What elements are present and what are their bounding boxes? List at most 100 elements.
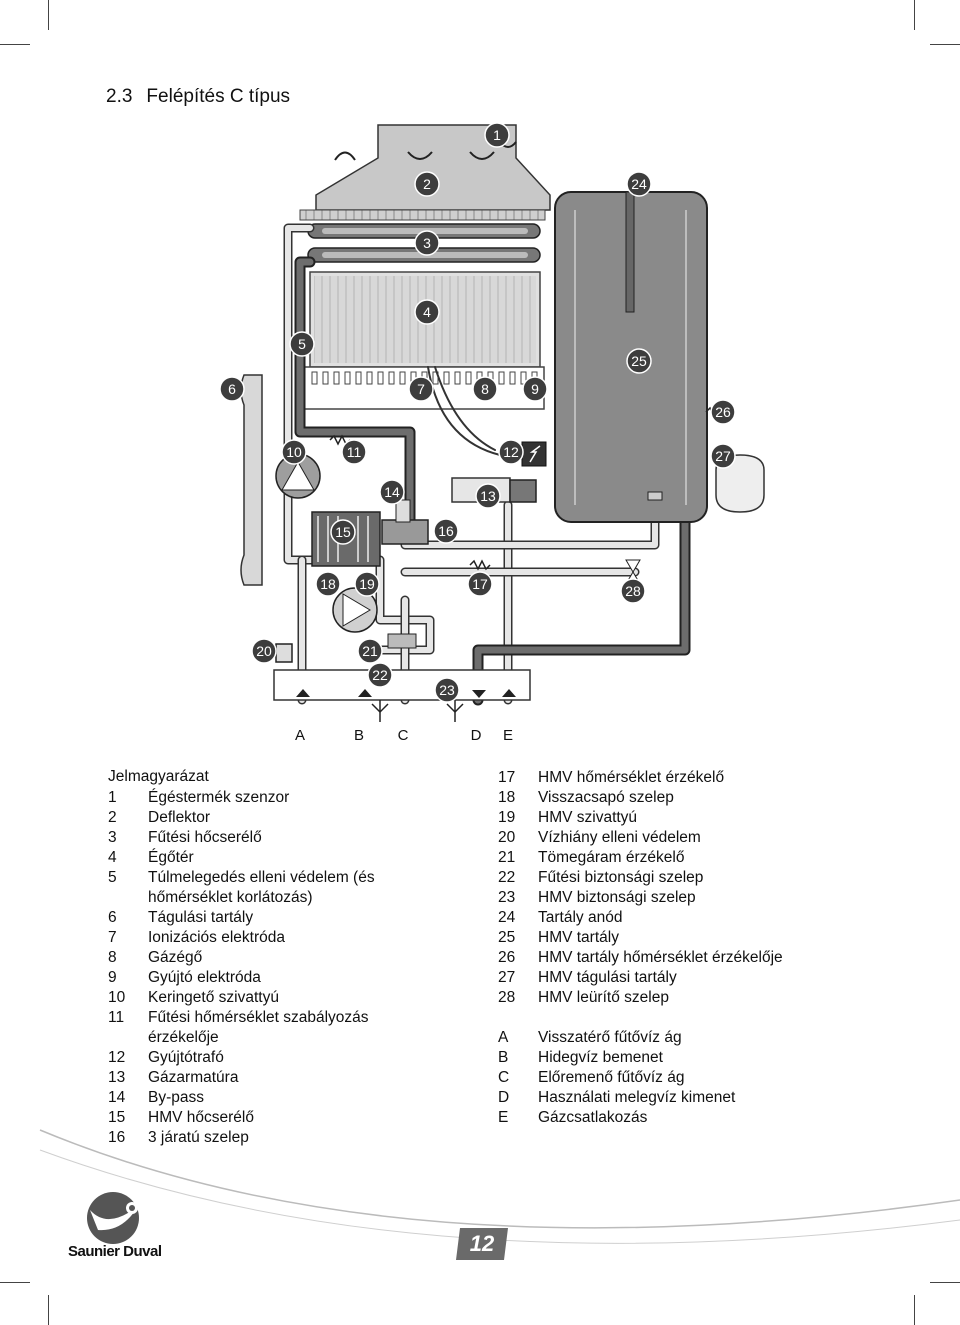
callout-label: 9: [531, 381, 539, 397]
callout-label: 18: [320, 576, 336, 592]
callout-3: 3: [414, 230, 440, 256]
legend-item-number: 22: [498, 869, 516, 886]
legend-item-text: HMV hőmérséklet érzékelő: [538, 769, 725, 786]
legend-item-text: Túlmelegedés elleni védelem (és: [148, 869, 375, 886]
callout-label: 14: [384, 484, 400, 500]
legend-item: 24 Tartály anód: [498, 908, 838, 928]
legend-item-text: Égéstermék szenzor: [148, 789, 290, 806]
legend-item-number: 1: [108, 789, 117, 806]
callout-2: 2: [414, 171, 440, 197]
connection-label-D: D: [471, 727, 482, 744]
legend-item-text: Előremenő fűtővíz ág: [538, 1069, 685, 1086]
heat-exchanger-fins: [299, 209, 546, 221]
legend-item-number: 6: [108, 909, 117, 926]
legend-item-number: 11: [108, 1009, 125, 1026]
legend-item-number: 20: [498, 829, 516, 846]
callout-label: 19: [359, 576, 375, 592]
heating-pump: [275, 453, 321, 499]
callout-label: 3: [423, 235, 431, 251]
bypass: [395, 499, 411, 523]
crop-mark: [914, 1295, 915, 1325]
callout-label: 1: [493, 127, 501, 143]
legend-item: 1 Égéstermék szenzor: [108, 788, 438, 808]
crop-mark: [0, 44, 30, 45]
legend-item-text: HMV tartály hőmérséklet érzékelője: [538, 949, 783, 966]
expansion-vessel: [240, 374, 263, 586]
legend-item-text: Használati melegvíz kimenet: [538, 1089, 736, 1106]
flow-sensor: [387, 633, 417, 649]
callout-13: 13: [475, 483, 501, 509]
legend-item-text: HMV hőcserélő: [148, 1109, 254, 1126]
callout-label: 4: [423, 304, 431, 320]
legend-item-number: 9: [108, 969, 117, 986]
legend-item-number: 13: [108, 1069, 126, 1086]
crop-mark: [48, 1295, 49, 1325]
callout-label: 8: [481, 381, 489, 397]
legend-item-number: [108, 1028, 148, 1048]
callout-label: 28: [625, 583, 641, 599]
legend-item-text: Gyújtó elektróda: [148, 969, 261, 986]
legend-item-number: 19: [498, 809, 516, 826]
legend-item-number: 26: [498, 949, 516, 966]
legend-item-text: hőmérséklet korlátozás): [148, 889, 313, 906]
legend-item-text: Tartály anód: [538, 909, 623, 926]
legend-item-number: 12: [108, 1049, 126, 1066]
callout-15: 15: [330, 519, 356, 545]
boiler-diagram: 1234567891011121314151617181920212223242…: [219, 122, 765, 744]
callout-6: 6: [219, 376, 245, 402]
brand-logo-icon: [87, 1192, 139, 1244]
callout-5: 5: [289, 331, 315, 357]
callout-28: 28: [620, 578, 646, 604]
callout-label: 11: [347, 444, 362, 460]
connection-block: [273, 669, 531, 722]
legend-item-text: HMV tágulási tartály: [538, 969, 677, 986]
low-water-switch: [275, 643, 293, 663]
callout-11: 11: [341, 439, 367, 465]
legend-item-number: C: [498, 1069, 510, 1086]
legend-item-text: Tágulási tartály: [148, 909, 254, 926]
callout-label: 13: [480, 488, 496, 504]
legend-item-number: 28: [498, 989, 516, 1006]
legend-item-text: Hidegvíz bemenet: [538, 1049, 663, 1066]
legend-item-text: Gyújtótrafó: [148, 1049, 224, 1066]
callout-label: 24: [631, 176, 647, 192]
legend-item-text: Gázégő: [148, 949, 203, 966]
legend-item-text: Tömegáram érzékelő: [538, 849, 685, 866]
callout-label: 16: [438, 523, 454, 539]
callout-17: 17: [467, 571, 493, 597]
legend-item-text: Égőtér: [148, 849, 194, 866]
callout-23: 23: [434, 677, 460, 703]
callout-22: 22: [367, 662, 393, 688]
callout-label: 2: [423, 176, 431, 192]
connection-label-A: A: [295, 727, 305, 744]
connection-label-B: B: [354, 727, 364, 744]
callout-8: 8: [472, 376, 498, 402]
legend-item-number: 24: [498, 909, 516, 926]
callout-label: 20: [256, 643, 272, 659]
legend-item-text: Deflektor: [148, 809, 211, 826]
legend-item-number: 16: [108, 1129, 126, 1146]
callout-7: 7: [408, 376, 434, 402]
legend-item: 9 Gyújtó elektróda: [108, 968, 438, 988]
page-number-badge: [456, 1228, 508, 1260]
legend-item: 6 Tágulási tartály: [108, 908, 438, 928]
legend-item-text: Gázarmatúra: [148, 1069, 239, 1086]
callout-20: 20: [251, 638, 277, 664]
three-way-valve: [381, 519, 429, 545]
callout-label: 17: [472, 576, 488, 592]
legend-item-number: 23: [498, 889, 516, 906]
